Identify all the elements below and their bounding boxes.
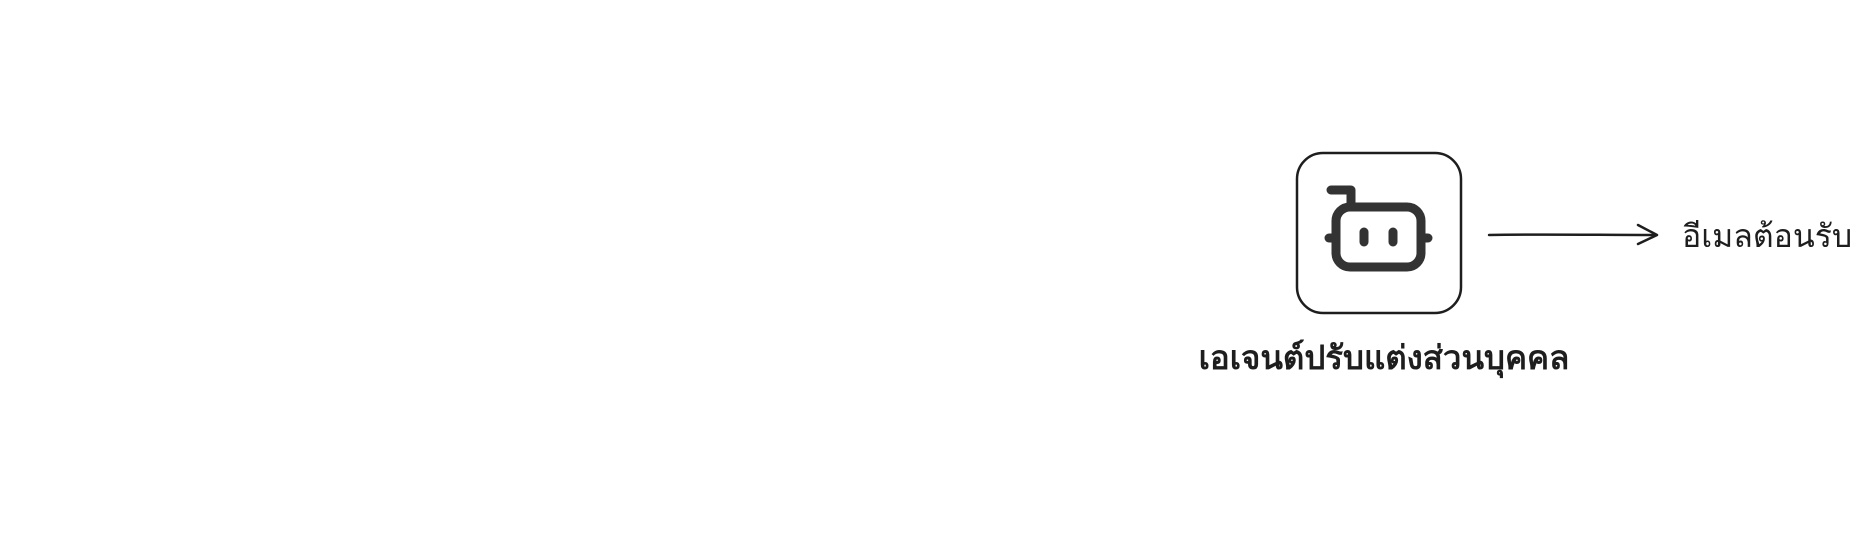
agent-node-label: เอเจนต์ปรับแต่งส่วนบุคคล	[1198, 338, 1570, 377]
agent-node-box	[1295, 151, 1463, 315]
robot-icon	[1324, 185, 1433, 272]
output-label: อีเมลต้อนรับ	[1682, 217, 1853, 255]
output-arrow	[1487, 223, 1659, 246]
